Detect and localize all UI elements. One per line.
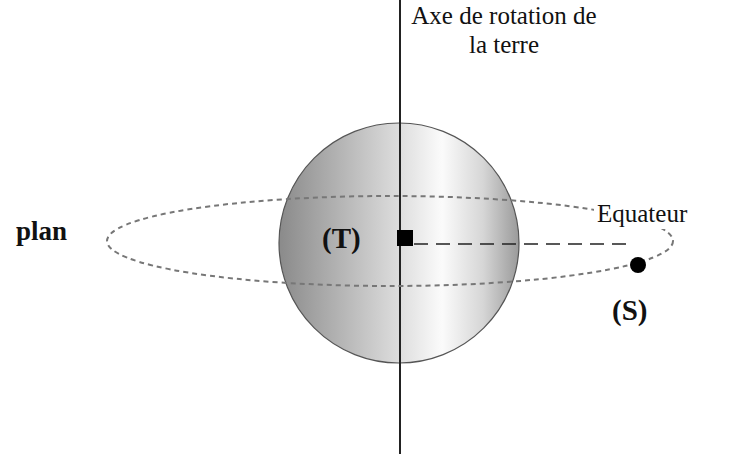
axis-label: Axe de rotation de la terre xyxy=(404,2,604,60)
equator-label: Equateur xyxy=(594,200,690,229)
plane-label: plan xyxy=(16,216,67,247)
earth-label: (T) xyxy=(322,222,361,255)
earth-center xyxy=(397,230,413,246)
radius-line xyxy=(414,243,632,245)
equator-plane xyxy=(107,196,673,286)
rotation-axis xyxy=(399,0,401,454)
satellite-label: (S) xyxy=(612,294,647,327)
satellite-dot xyxy=(630,257,646,273)
